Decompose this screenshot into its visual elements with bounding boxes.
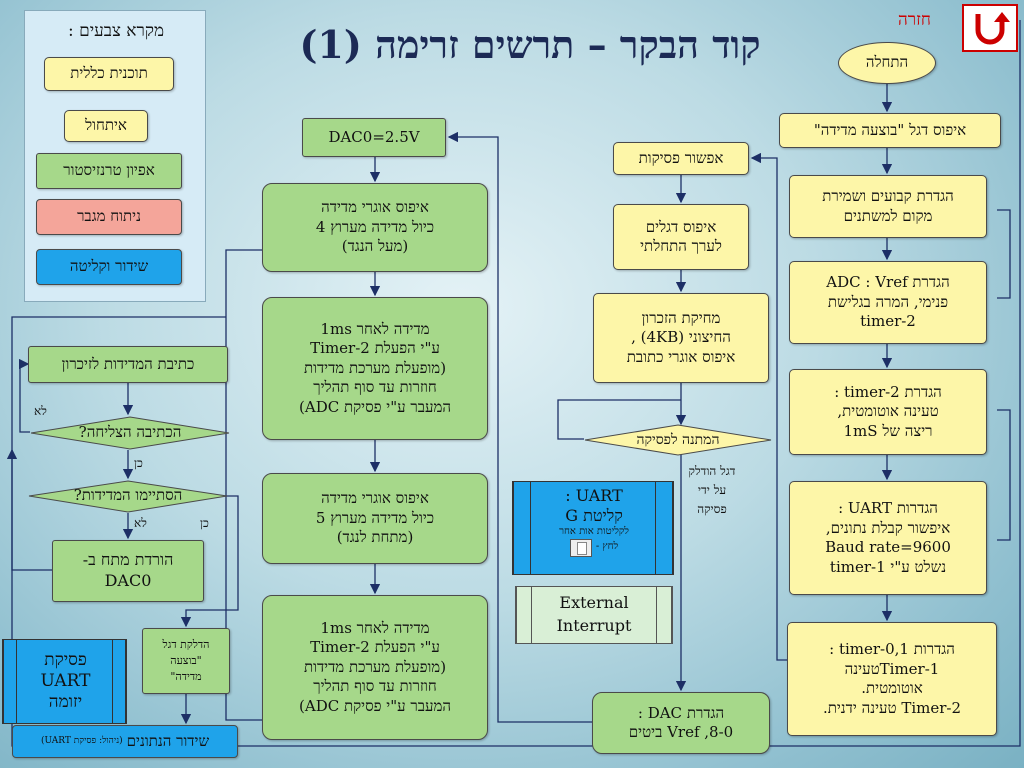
send-data-note: (ניהול: פסיקת UART) bbox=[40, 735, 123, 746]
measurements-done-decision bbox=[28, 480, 228, 513]
legend-title: מקרא צבעים : bbox=[67, 21, 165, 41]
document-icon bbox=[576, 541, 587, 555]
timer2-config-step: הגדרת timer-2 :טעינה אוטומטית,ריצה של 1m… bbox=[789, 369, 987, 455]
document-button[interactable] bbox=[569, 538, 592, 557]
legend-item-transistor: אפיון טרנזיסטור bbox=[36, 153, 182, 189]
uart-panel-receive: קליטת G bbox=[565, 506, 623, 525]
wait-interrupt-label: המתנה לפסיקה bbox=[636, 431, 720, 448]
uart-isr-box: פסיקת UART יזומה bbox=[2, 639, 127, 724]
legend-item-init: איתחול bbox=[64, 110, 148, 142]
uart-panel-hint: לקליטות אות אחר bbox=[559, 526, 629, 537]
wait-interrupt-decision bbox=[584, 424, 772, 456]
uart-receive-panel: UART : קליטת G לקליטות אות אחר לחץ - bbox=[512, 481, 674, 575]
uart-panel-title: UART : bbox=[565, 486, 623, 505]
start-terminal: התחלה bbox=[838, 42, 936, 84]
isr-line-3: יזומה bbox=[48, 692, 83, 713]
external-interrupt-panel: External Interrupt bbox=[515, 586, 673, 644]
send-data-step: שידור הנתונים (ניהול: פסיקת UART) bbox=[12, 725, 238, 758]
no-label-2: לא bbox=[134, 516, 147, 530]
page-title: קוד הבקר – תרשים זרימה (1) bbox=[299, 22, 761, 67]
back-label[interactable]: חזרה bbox=[898, 10, 931, 30]
write-memory-step: כתיבת המדידות לזיכרון bbox=[28, 346, 228, 383]
yes-label-1: כן bbox=[134, 456, 143, 470]
legend-item-amplifier: ניתוח מגבר bbox=[36, 199, 182, 235]
yes-label-2: כן bbox=[200, 516, 209, 530]
enable-interrupts-step: אפשור פסיקות bbox=[613, 142, 749, 175]
lower-dac-step: הורדת מתח ב-DAC0 bbox=[52, 540, 204, 602]
legend-item-transmit: שידור וקליטה bbox=[36, 249, 182, 285]
interrupt-label: Interrupt bbox=[556, 616, 632, 636]
legend-item-general: תוכנית כללית bbox=[44, 57, 174, 91]
no-label-1: לא bbox=[34, 404, 47, 418]
reset-flag-step: איפוס דגל "בוצעה מדידה" bbox=[779, 113, 1001, 148]
uart-config-step: הגדרות UART :איפשור קבלת נתונים,Baud rat… bbox=[789, 481, 987, 595]
back-button[interactable] bbox=[962, 4, 1018, 52]
write-success-decision bbox=[30, 416, 230, 450]
measurements-done-label: הסתיימו המדידות? bbox=[73, 486, 183, 505]
uart-panel-press: לחץ - bbox=[595, 541, 619, 553]
isr-line-2: UART bbox=[40, 670, 91, 691]
dac0-step: DAC0=2.5V bbox=[302, 118, 446, 157]
external-label: External bbox=[559, 593, 629, 612]
write-success-label: הכתיבה הצליחה? bbox=[78, 423, 182, 442]
isr-line-1: פסיקת bbox=[44, 649, 87, 670]
send-data-label: שידור הנתונים bbox=[126, 731, 210, 750]
u-turn-icon bbox=[975, 12, 1010, 45]
dac-config-step: הגדרת DAC :0-Vref ,8 ביטים bbox=[592, 692, 770, 754]
